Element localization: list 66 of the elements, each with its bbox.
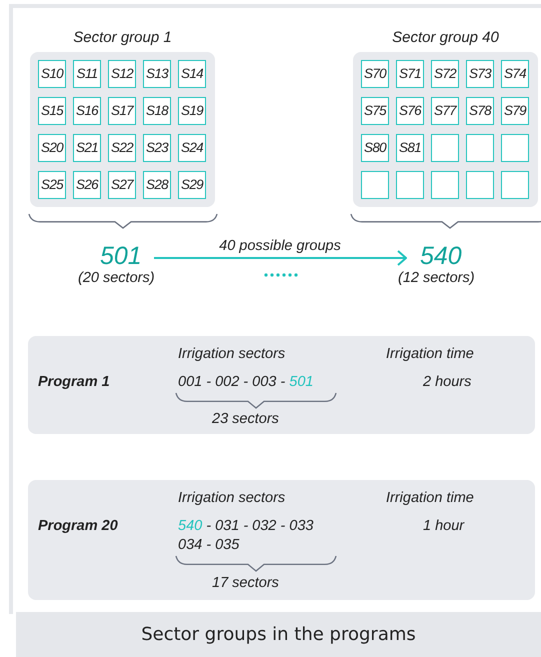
group-title: Sector group 40 [391, 28, 500, 48]
sector-cell: S71 [396, 60, 424, 88]
sector-cell: S22 [108, 134, 136, 162]
sector-cell: S81 [396, 134, 424, 162]
sector-cell: S29 [178, 171, 206, 199]
sector-cell: S10 [38, 60, 66, 88]
sector-cell: S16 [73, 97, 101, 125]
empty-sector-cell [396, 171, 424, 199]
sector-cell: S12 [108, 60, 136, 88]
sector-cell: S11 [73, 60, 101, 88]
sector-cell: S72 [431, 60, 459, 88]
sector-cell: S21 [73, 134, 101, 162]
sector-cell: S20 [38, 134, 66, 162]
sector-cell: S17 [108, 97, 136, 125]
sector-count: (12 sectors) [398, 269, 475, 288]
empty-sector-cell [466, 134, 494, 162]
group-panel [353, 52, 538, 207]
sector-cell: S76 [396, 97, 424, 125]
sector-cell: S78 [466, 97, 494, 125]
group-number: 540 [420, 244, 462, 269]
program-panel [28, 480, 535, 600]
sector-list: 001 - 002 - 003 - 501 [178, 372, 314, 394]
empty-sector-cell [431, 134, 459, 162]
sector-list: 034 - 035 [178, 535, 240, 557]
sector-cell: S79 [501, 97, 529, 125]
sector-cell: S27 [108, 171, 136, 199]
irrigation-time: 2 hours [423, 373, 472, 392]
sector-list: 540 - 031 - 032 - 033 [178, 516, 314, 538]
caption-band: Sector groups in the programs [16, 612, 541, 657]
program-name: Program 1 [38, 373, 110, 392]
sector-total: 17 sectors [212, 574, 279, 593]
sector-cell: S19 [178, 97, 206, 125]
sector-cell: S74 [501, 60, 529, 88]
empty-sector-cell [466, 171, 494, 199]
column-header: Irrigation time [386, 345, 474, 364]
program-name: Program 20 [38, 517, 118, 536]
sector-cell: S24 [178, 134, 206, 162]
group-title: Sector group 1 [72, 28, 173, 48]
sector-cell: S18 [143, 97, 171, 125]
group-number: 501 [100, 244, 142, 269]
sector-cell: S14 [178, 60, 206, 88]
sector-cell: S23 [143, 134, 171, 162]
program-panel [28, 336, 535, 434]
empty-sector-cell [361, 171, 389, 199]
sector-cell: S26 [73, 171, 101, 199]
sector-cell: S25 [38, 171, 66, 199]
sector-total: 23 sectors [212, 410, 279, 429]
empty-sector-cell [501, 171, 529, 199]
empty-sector-cell [431, 171, 459, 199]
group-panel [30, 52, 215, 207]
edge-label: 40 possible groups [218, 237, 342, 256]
sector-cell: S75 [361, 97, 389, 125]
empty-sector-cell [501, 134, 529, 162]
sector-cell: S15 [38, 97, 66, 125]
sector-cell: S13 [143, 60, 171, 88]
arrow [154, 250, 407, 266]
sector-cell: S28 [143, 171, 171, 199]
column-header: Irrigation time [386, 489, 474, 508]
sector-cell: S70 [361, 60, 389, 88]
sector-cell: S80 [361, 134, 389, 162]
irrigation-time: 1 hour [423, 517, 464, 536]
sector-cell: S77 [431, 97, 459, 125]
column-header: Irrigation sectors [178, 489, 286, 508]
sector-count: (20 sectors) [78, 269, 155, 288]
column-header: Irrigation sectors [178, 345, 286, 364]
sector-cell: S73 [466, 60, 494, 88]
